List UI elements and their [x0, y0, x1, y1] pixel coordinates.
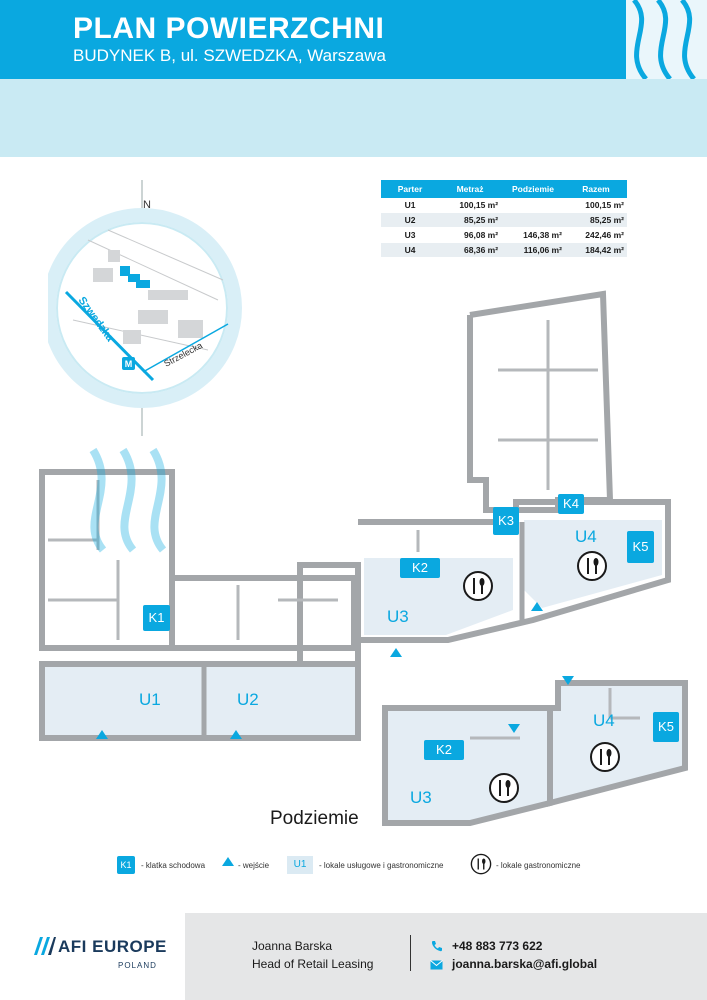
unit-cell: U3: [381, 227, 439, 243]
unit-label-u2: U2: [237, 690, 259, 709]
company-logo: AFI EUROPE: [58, 937, 167, 956]
compass-north-label: N: [143, 199, 151, 211]
header-band: [0, 0, 626, 79]
legend-stair-icon: K1: [117, 856, 135, 874]
footer-panel: [185, 913, 707, 1000]
company-logo-sub: POLAND: [118, 961, 157, 970]
page-title: PLAN POWIERZCHNI: [73, 12, 385, 45]
unit-label-u4: U4: [575, 527, 597, 546]
legend-entry-icon: [222, 857, 234, 866]
legend-unit-icon: U1: [287, 856, 313, 874]
entry-arrow-icon: [508, 724, 520, 733]
stair-k5: K5: [627, 531, 654, 563]
table-row: U2 85,25 m² 85,25 m²: [381, 212, 627, 228]
col-header-parter: Parter: [381, 180, 439, 198]
basement-unit-label-u4: U4: [593, 711, 615, 730]
area-cell: 100,15 m²: [439, 198, 502, 213]
area-cell: 96,08 m²: [439, 227, 502, 243]
col-header-podziemie: Podziemie: [501, 180, 565, 198]
basement-title: Podziemie: [270, 808, 359, 829]
area-cell: 85,25 m²: [439, 212, 502, 228]
legend-restaurant-icon: [470, 853, 492, 875]
wave-decoration-icon: [626, 0, 707, 79]
col-header-metraz: Metraż: [439, 180, 502, 198]
stair-k2: K2: [400, 558, 440, 578]
restaurant-icon: [590, 742, 620, 772]
stair-k3: K3: [493, 507, 519, 535]
restaurant-icon: [577, 551, 607, 581]
legend-gastro-text: - lokale gastronomiczne: [496, 861, 581, 870]
unit-cell: U1: [381, 198, 439, 213]
phone-icon: [432, 941, 442, 952]
table-row: U1 100,15 m² 100,15 m²: [381, 198, 627, 213]
entry-arrow-icon: [390, 648, 402, 657]
metro-icon: [122, 357, 135, 370]
mail-icon: [430, 960, 443, 970]
stair-k4: K4: [558, 494, 584, 514]
afi-logo-icon: [34, 937, 56, 955]
stair-k1: K1: [143, 605, 170, 631]
legend-unit-text: - lokale usługowe i gastronomiczne: [319, 861, 444, 870]
location-map: Szwedzka Strzelecka M N: [48, 180, 242, 436]
restaurant-icon: [463, 571, 493, 601]
entry-arrow-icon: [230, 730, 242, 739]
table-row: U3 96,08 m² 146,38 m² 242,46 m²: [381, 227, 627, 243]
entry-arrow-icon: [531, 602, 543, 611]
basement-stair-k2: K2: [424, 740, 464, 760]
restaurant-icon: [489, 773, 519, 803]
legend-entry-text: - wejście: [238, 861, 270, 870]
entry-arrow-icon: [562, 676, 574, 685]
entry-arrow-icon: [96, 730, 108, 739]
basement-stair-k5: K5: [653, 712, 679, 742]
total-cell: 242,46 m²: [564, 227, 627, 243]
unit-cell: U4: [381, 242, 439, 258]
table-row: U4 68,36 m² 116,06 m² 184,42 m²: [381, 242, 627, 258]
unit-cell: U2: [381, 212, 439, 228]
contact-role: Head of Retail Leasing: [252, 957, 374, 971]
building-highlight-icon: [120, 266, 150, 288]
total-cell: 184,42 m²: [564, 242, 627, 258]
total-cell: 100,15 m²: [564, 198, 627, 213]
basement-cell: [501, 212, 565, 228]
area-cell: 68,36 m²: [439, 242, 502, 258]
unit-label-u3: U3: [387, 607, 409, 626]
basement-unit-label-u3: U3: [410, 788, 432, 807]
contact-name: Joanna Barska: [252, 939, 333, 953]
legend-stair-text: - klatka schodowa: [141, 861, 206, 870]
page-subtitle: BUDYNEK B, ul. SZWEDZKA, Warszawa: [73, 46, 386, 65]
basement-cell: [501, 198, 565, 213]
contact-phone-link[interactable]: +48 883 773 622: [452, 939, 543, 953]
footer-divider: [410, 935, 411, 971]
contact-email-link[interactable]: joanna.barska@afi.global: [452, 957, 598, 971]
unit-label-u1: U1: [139, 690, 161, 709]
area-table: Parter Metraż Podziemie Razem U1 100,15 …: [381, 180, 627, 258]
basement-cell: 146,38 m²: [501, 227, 565, 243]
metro-label: M: [125, 359, 133, 369]
col-header-razem: Razem: [564, 180, 627, 198]
total-cell: 85,25 m²: [564, 212, 627, 228]
basement-cell: 116,06 m²: [501, 242, 565, 258]
